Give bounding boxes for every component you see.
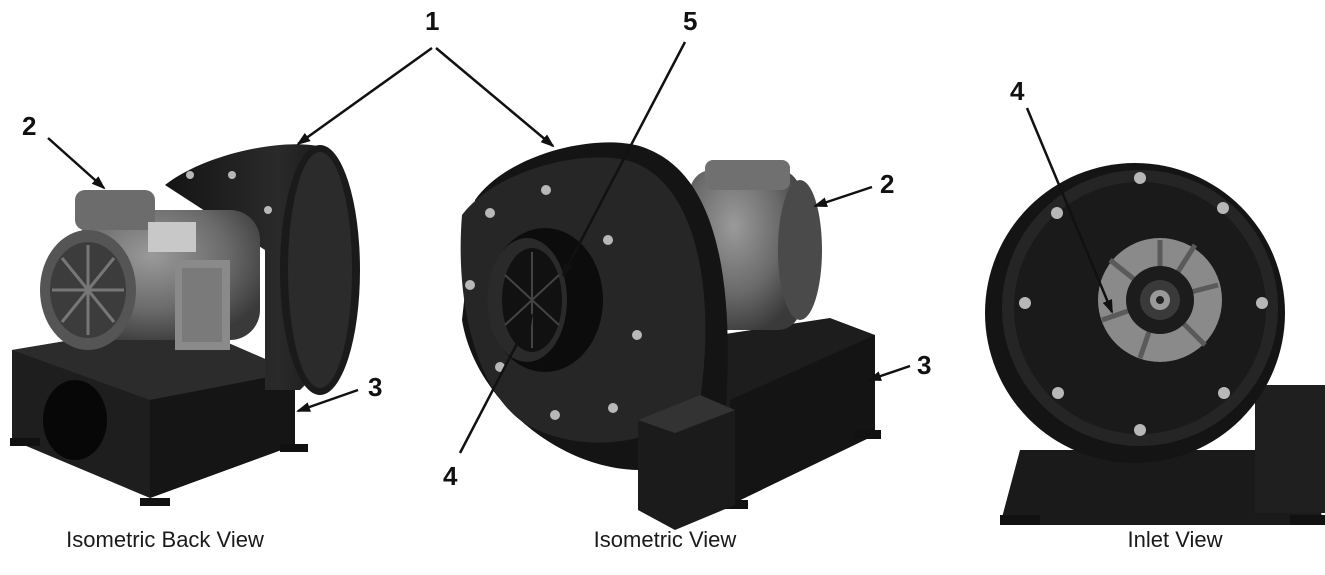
arrow-4-center: [458, 313, 534, 454]
inlet-view-illustration: [985, 163, 1325, 525]
arrow-5: [561, 41, 687, 277]
arrow-3-right: [867, 364, 911, 382]
iso-view-outlet: [638, 395, 735, 530]
arrow-2-right: [813, 185, 873, 208]
caption-back-view: Isometric Back View: [66, 527, 264, 552]
arrow-3-left: [296, 388, 359, 413]
leader-arrows: [47, 41, 1114, 454]
arrow-1-left: [296, 46, 433, 146]
iso-view-illustration: [460, 142, 881, 530]
callout-3-right: 3: [917, 350, 931, 380]
back-view-illustration: [10, 144, 360, 506]
callout-2-left: 2: [22, 111, 36, 141]
callout-5: 5: [683, 6, 697, 36]
callout-1: 1: [425, 6, 439, 36]
inlet-view-outlet: [1255, 385, 1325, 513]
inlet-view-base: [1000, 450, 1325, 525]
arrow-4-right: [1025, 107, 1114, 314]
callout-2-right: 2: [880, 169, 894, 199]
callout-3-left: 3: [368, 372, 382, 402]
arrow-1-right: [435, 47, 555, 148]
back-view-base-hole: [43, 380, 107, 460]
callout-4-center: 4: [443, 461, 458, 491]
arrow-2-left: [47, 137, 106, 190]
callout-4-right: 4: [1010, 76, 1025, 106]
caption-iso-view: Isometric View: [593, 527, 737, 552]
caption-inlet-view: Inlet View: [1127, 527, 1223, 552]
